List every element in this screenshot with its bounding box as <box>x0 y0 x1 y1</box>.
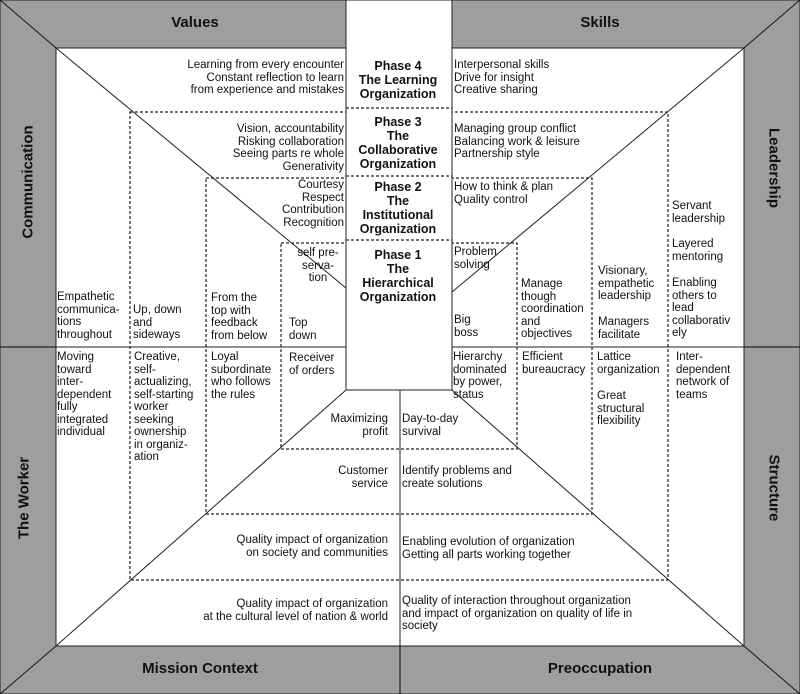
header-preoccupation: Preoccupation <box>500 660 700 677</box>
phase-1-title: Phase 1 The Hierarchical Organization <box>346 248 450 304</box>
structure-phase-1: Hierarchy dominated by power, status <box>453 351 519 401</box>
preoccupation-phase-3: Enabling evolution of organization Getti… <box>402 536 622 561</box>
values-phase-1: self pre- serva- tion <box>290 247 346 285</box>
header-communication: Communication <box>20 125 37 238</box>
mission-phase-2: Customer service <box>288 465 388 490</box>
leadership-phase-4a: Servant leadership <box>672 200 744 225</box>
header-the-worker: The Worker <box>16 457 33 539</box>
values-phase-3: Vision, accountability Risking collabora… <box>144 123 344 173</box>
communication-phase-3: Up, down and sideways <box>133 304 205 342</box>
phase-3-title: Phase 3 The Collaborative Organization <box>346 115 450 171</box>
preoccupation-phase-4: Quality of interaction throughout organi… <box>402 595 692 633</box>
structure-phase-2: Efficient bureaucracy <box>522 351 598 376</box>
structure-phase-4: Inter- dependent network of teams <box>676 351 744 401</box>
structure-phase-3b: Great structural flexibility <box>597 390 667 428</box>
header-values: Values <box>120 14 270 31</box>
header-skills: Skills <box>530 14 670 31</box>
structure-phase-3a: Lattice organization <box>597 351 672 376</box>
communication-phase-4: Empathetic communica- tions throughout <box>57 291 131 341</box>
skills-phase-3: Managing group conflict Balancing work &… <box>454 123 654 161</box>
worker-phase-1: Receiver of orders <box>289 352 345 377</box>
skills-phase-2: How to think & plan Quality control <box>454 181 594 206</box>
leadership-phase-4c: Enabling others to lead collaborativ ely <box>672 277 744 340</box>
preoccupation-phase-1: Day-to-day survival <box>402 413 492 438</box>
skills-phase-1: Problem solving <box>454 246 514 271</box>
communication-phase-2: From the top with feedback from below <box>211 292 281 342</box>
communication-phase-1: Top down <box>289 317 339 342</box>
leadership-phase-3b: Managers facilitate <box>598 316 668 341</box>
phase-4-title: Phase 4 The Learning Organization <box>346 59 450 101</box>
header-mission-context: Mission Context <box>100 660 300 677</box>
worker-phase-4: Moving toward inter- dependent fully int… <box>57 351 131 439</box>
values-phase-2: Courtesy Respect Contribution Recognitio… <box>224 179 344 229</box>
mission-phase-4: Quality impact of organization at the cu… <box>148 598 388 623</box>
phase-2-title: Phase 2 The Institutional Organization <box>346 180 450 236</box>
preoccupation-phase-2: Identify problems and create solutions <box>402 465 552 490</box>
skills-phase-4: Interpersonal skills Drive for insight C… <box>454 59 654 97</box>
header-structure: Structure <box>766 455 783 522</box>
worker-phase-3: Creative, self- actualizing, self-starti… <box>134 351 206 464</box>
header-leadership: Leadership <box>766 128 783 208</box>
leadership-phase-3a: Visionary, empathetic leadership <box>598 265 668 303</box>
leadership-phase-2: Manage though coordination and objective… <box>521 278 597 341</box>
mission-phase-1: Maximizing profit <box>298 413 388 438</box>
leadership-phase-1: Big boss <box>454 314 514 339</box>
mission-phase-3: Quality impact of organization on societ… <box>188 534 388 559</box>
leadership-phase-4b: Layered mentoring <box>672 238 744 263</box>
values-phase-4: Learning from every encounter Constant r… <box>84 59 344 97</box>
worker-phase-2: Loyal subordinate who follows the rules <box>211 351 286 401</box>
